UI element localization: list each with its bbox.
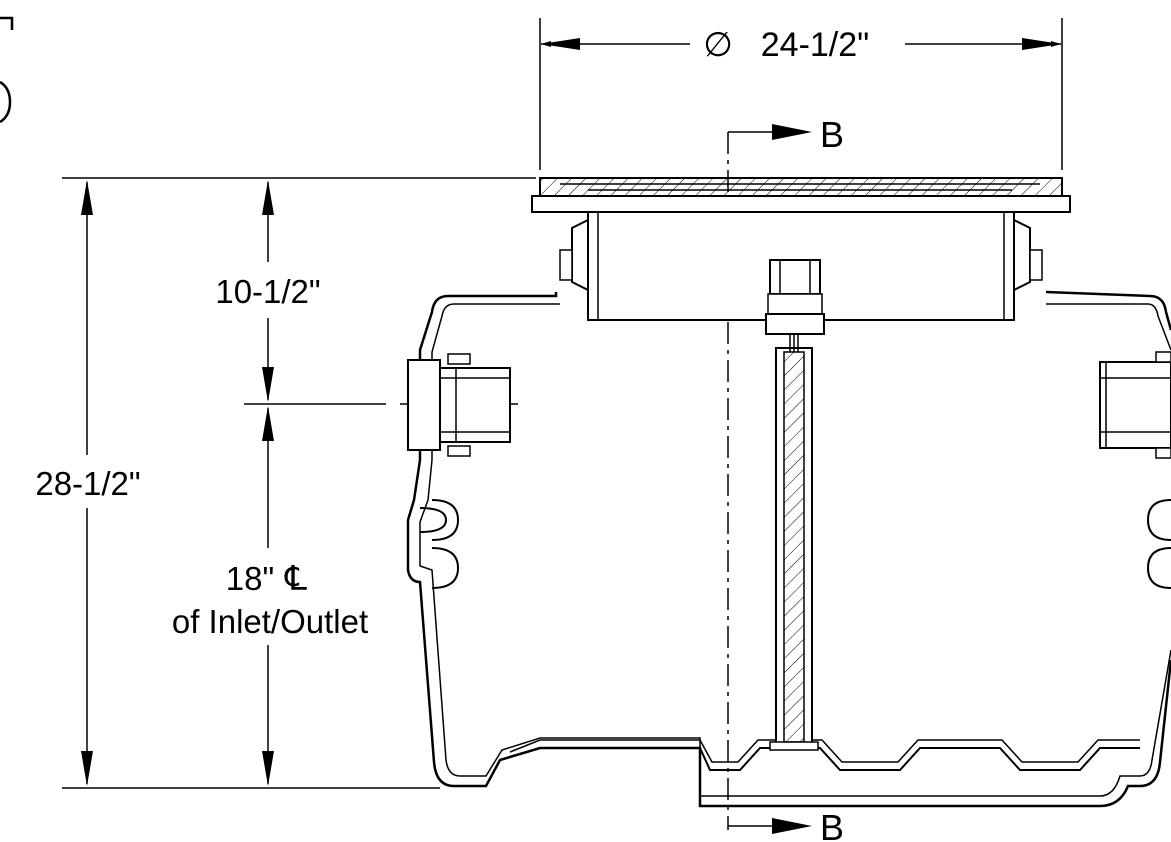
- section-arrow-top: [772, 124, 812, 140]
- inlet-height-label: 18": [226, 560, 274, 597]
- outlet-fitting: [1099, 351, 1171, 459]
- centerline-symbol: ℄: [284, 560, 307, 598]
- cover-grate: [539, 177, 1063, 197]
- section-marker-top: B: [820, 114, 844, 155]
- center-baffle: [765, 259, 825, 751]
- section-arrow-bottom: [772, 818, 812, 834]
- tank-body: [406, 290, 1171, 808]
- diameter-symbol: ∅: [703, 26, 733, 64]
- lid-to-inlet-label: 10-1/2": [215, 273, 320, 310]
- cropped-edge-glyphs: [0, 16, 14, 124]
- cover-assembly: [531, 177, 1071, 213]
- height-dimensions: 28-1/2" 10-1/2" 18" ℄ of Inlet/Outlet: [35, 177, 536, 789]
- diameter-dimension: ∅ 24-1/2": [539, 18, 1063, 170]
- total-height-label: 28-1/2": [35, 465, 140, 502]
- inlet-fitting: [407, 353, 511, 457]
- inlet-outlet-caption: of Inlet/Outlet: [172, 603, 368, 640]
- section-marker-bottom: B: [820, 807, 844, 842]
- diameter-label: 24-1/2": [761, 26, 869, 64]
